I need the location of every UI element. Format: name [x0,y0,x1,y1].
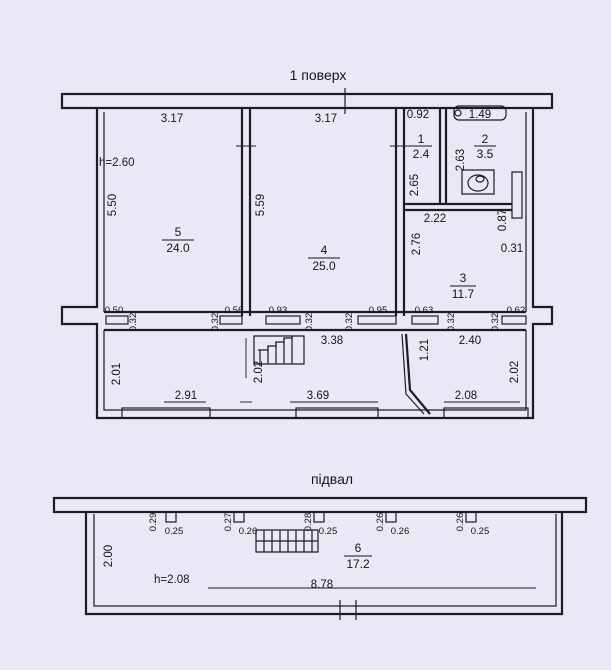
dim-pier-032a: 0.32 [128,313,139,332]
room-4-number: 4 [321,243,328,257]
dim-pier-032b: 0.32 [210,313,221,332]
dim-n026a: 0.26 [239,526,258,537]
dim-porch-left-width: 2.91 [175,390,197,402]
dim-pier-032f: 0.32 [490,313,501,332]
room-6-number: 6 [355,541,362,555]
window-left [121,407,211,419]
basement-ceiling-height: h=2.08 [154,574,190,586]
dim-porch-mid-width: 3.69 [307,390,329,402]
dim-porch-left-depth: 2.01 [111,363,123,385]
room-6-label: 6 17.2 [344,541,372,571]
room-2-area: 3.5 [477,147,494,161]
dim-wall-087: 0.87 [497,209,509,231]
dim-n026d: 0.26 [455,513,466,532]
room-1-number: 1 [418,132,425,146]
dim-n025a: 0.25 [165,526,184,537]
dim-pier-095: 0.95 [369,305,388,316]
dim-pier-050: 0.50 [105,305,124,316]
room-1-area: 2.4 [413,147,430,161]
top-wall [60,92,554,110]
room-3-label: 3 11.7 [450,271,476,301]
dim-stair-width: 3.38 [321,335,343,347]
dim-n025b: 0.25 [319,526,338,537]
basement-stairs-icon [255,529,319,553]
dim-room2-depth: 2.63 [455,149,467,171]
basement-top-wall [52,496,588,514]
partition-porch [104,310,526,332]
partition-1-2 [438,108,448,204]
dim-pier-032e: 0.32 [446,313,457,332]
inner-wall-line [103,112,527,411]
dim-corridor-121: 1.21 [419,339,431,361]
basement-title: підвал [311,471,353,487]
dim-room4-width: 3.17 [315,113,337,125]
dim-pier-056: 0.56 [225,305,244,316]
room-6-area: 17.2 [346,557,370,571]
dim-n028: 0.28 [303,513,314,532]
room-2-number: 2 [482,132,489,146]
dim-pier-062: 0.62 [507,305,526,316]
dim-n026c: 0.26 [391,526,410,537]
toilet-seat-icon [475,175,485,183]
dim-porch-right-width: 2.08 [455,390,477,402]
dim-room1-width: 0.92 [407,109,429,121]
toilet-area [461,169,495,195]
dim-wall-031: 0.31 [501,243,523,255]
dim-n026b: 0.26 [375,513,386,532]
floor1-dimension-ticks [164,145,520,403]
basement-plan: підвал 0.29 0.25 0.27 0.26 0.28 0.25 0.2… [52,471,588,620]
dim-hall-width: 2.22 [424,213,446,225]
dim-pier-093: 0.93 [269,305,288,316]
floor1-title: 1 поверх [290,67,347,83]
dim-room5-width: 3.17 [161,113,183,125]
partition-wet [404,202,512,212]
dim-room3-depth: 2.76 [411,233,423,255]
dim-porch-right-depth: 2.02 [509,361,521,383]
dim-room2-width: 1.49 [469,109,491,121]
dim-porch-mid-depth: 2.02 [253,361,265,383]
room-4-area: 25.0 [312,259,336,273]
room-3-number: 3 [460,271,467,285]
dim-basement-length: 8.78 [311,579,333,591]
dim-basement-depth: 2.00 [103,545,115,567]
dim-n027: 0.27 [223,513,234,532]
room-2-label: 2 3.5 [474,132,496,161]
floor1-plan: 1 поверх [60,67,554,420]
dim-pier-032c: 0.32 [304,313,315,332]
room-5-number: 5 [175,225,182,239]
dim-room4-depth: 5.59 [255,194,267,216]
dim-room5-depth: 5.50 [107,194,119,216]
floor1-stairs-icon [253,335,305,365]
door-swing [404,333,431,415]
room-5-area: 24.0 [166,241,190,255]
bathtub-icon [453,105,507,121]
bath-drain-icon [454,109,462,117]
dim-pier-063: 0.63 [415,305,434,316]
pier-notches [105,315,527,325]
room-1-label: 1 2.4 [410,132,432,161]
dim-pier-032d: 0.32 [344,313,355,332]
radiator-icon [511,171,523,219]
basement-door-ticks [339,600,357,620]
dim-corridor-240: 2.40 [459,335,481,347]
partition-5-4 [240,108,252,316]
basement-inner-wall [93,514,557,607]
window-mid [295,407,379,419]
basement-pilasters [165,511,477,523]
basement-outer-wall [84,512,564,616]
partition-4-3 [394,108,406,316]
room-4-label: 4 25.0 [308,243,340,273]
dim-n025c: 0.25 [471,526,490,537]
window-right [443,407,529,419]
room-5-label: 5 24.0 [162,225,194,255]
toilet-icon [467,174,489,192]
ceiling-height-label: h=2.60 [99,157,135,169]
dim-n029: 0.29 [148,513,159,532]
room-3-area: 11.7 [452,287,475,301]
door-swing-inner [401,333,425,415]
dim-room1-depth: 2.65 [409,174,421,196]
